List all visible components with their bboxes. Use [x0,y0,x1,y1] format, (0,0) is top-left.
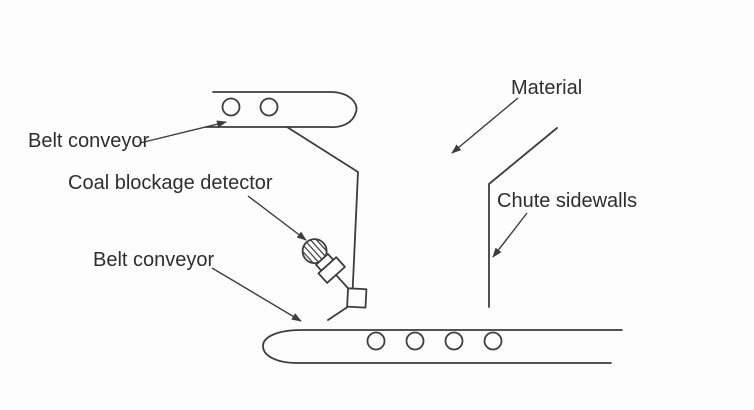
chute-left-sidewall [286,126,359,321]
label-coal-blockage-detector: Coal blockage detector [68,172,273,194]
label-belt-conveyor-top: Belt conveyor [28,130,150,152]
coal-blockage-detector-device [301,238,368,309]
upper-conveyor-rollers [221,97,279,117]
label-belt-conveyor-bottom: Belt conveyor [93,249,215,271]
roller-circle [366,331,386,351]
roller-circle [405,331,425,351]
roller-circle [221,97,241,117]
arrow-to-lower-conveyor [211,267,302,322]
roller-circle [483,331,503,351]
roller-circle [444,331,464,351]
upper-conveyor-belt-outline [205,91,358,128]
upper-belt-conveyor [205,91,358,128]
lower-conveyor-belt-outline [262,329,623,364]
arrow-to-chute-sidewall [492,212,528,258]
chute-right-sidewall [488,127,558,308]
detector-paddle [346,287,368,309]
lower-belt-conveyor [262,329,623,364]
arrow-to-upper-conveyor [139,120,227,144]
detector-cap-hatching [302,238,327,264]
lower-conveyor-rollers [366,331,503,351]
arrow-to-detector [247,195,307,241]
roller-circle [259,97,279,117]
arrow-material-flow [451,97,519,154]
label-material: Material [511,77,582,99]
label-chute-sidewalls: Chute sidewalls [497,190,637,212]
